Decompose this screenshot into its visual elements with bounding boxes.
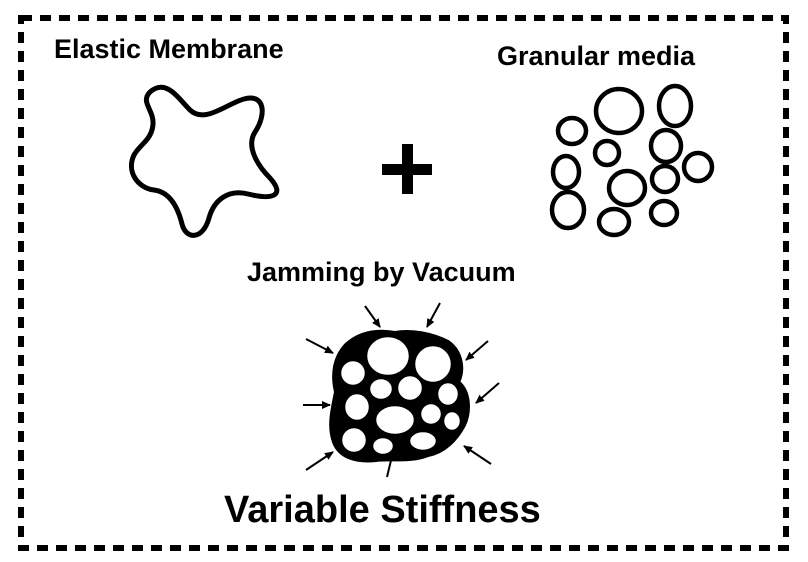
label-elastic-membrane: Elastic Membrane: [54, 34, 284, 64]
elastic-membrane-shape: [129, 84, 280, 238]
packed-grain: [367, 376, 395, 402]
packed-grain: [412, 343, 454, 385]
label-variable-stiffness: Variable Stiffness: [224, 489, 541, 531]
grain: [656, 83, 694, 129]
packed-grain: [441, 409, 463, 433]
grain: [596, 206, 632, 238]
jammed-cluster: [329, 329, 470, 463]
packed-grain: [370, 435, 396, 457]
grain: [593, 86, 645, 136]
vacuum-arrow: [305, 451, 334, 471]
packed-grain: [342, 391, 372, 423]
packed-grain: [407, 429, 439, 453]
vacuum-arrow: [463, 445, 492, 465]
dashed-frame: [18, 15, 789, 551]
packed-grain: [364, 334, 412, 378]
plus-sign: [382, 144, 432, 194]
packed-grain: [395, 373, 425, 403]
label-granular-media: Granular media: [497, 41, 696, 71]
grain: [606, 168, 648, 208]
packed-grain: [418, 401, 444, 427]
granular-media-group: [549, 83, 715, 238]
grain: [555, 115, 589, 147]
grain: [592, 138, 622, 168]
vacuum-arrow: [465, 340, 489, 361]
label-jamming-by-vacuum: Jamming by Vacuum: [247, 257, 516, 287]
grain: [648, 127, 684, 165]
grain: [550, 153, 582, 191]
packed-grain: [435, 380, 461, 408]
packed-grain: [339, 425, 369, 455]
grain: [549, 189, 587, 231]
grain: [648, 198, 680, 228]
vacuum-arrow: [426, 302, 441, 328]
vacuum-arrow: [386, 451, 396, 478]
packed-grain: [338, 358, 368, 388]
grain: [681, 150, 715, 184]
packed-grain: [373, 403, 417, 437]
grain: [649, 163, 681, 195]
vacuum-arrow: [475, 382, 500, 404]
vacuum-arrow: [364, 305, 381, 328]
vacuum-arrow: [305, 338, 334, 354]
vacuum-arrows: [303, 302, 500, 478]
